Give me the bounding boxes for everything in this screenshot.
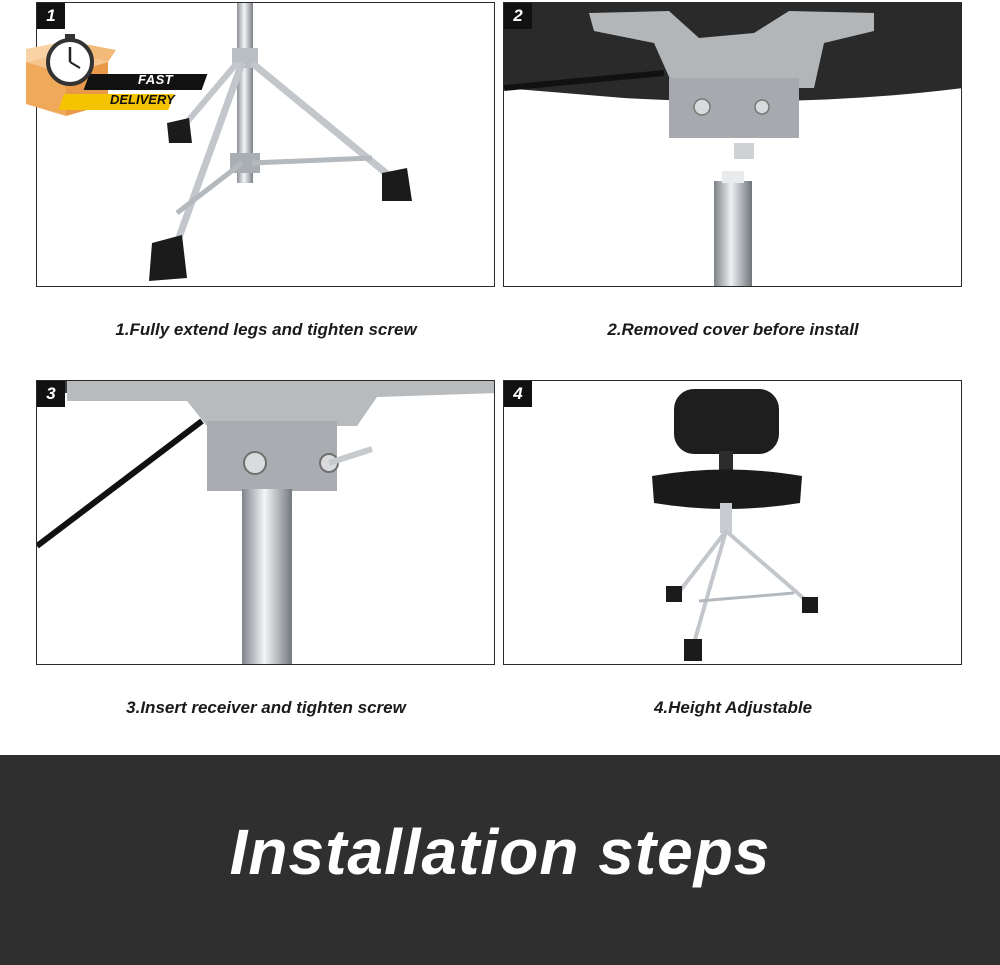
step-2-panel: 2 — [503, 2, 962, 287]
banner-title: Installation steps — [229, 816, 771, 888]
step-1-number: 1 — [37, 3, 65, 29]
step-2-number: 2 — [504, 3, 532, 29]
step-4-panel: 4 — [503, 380, 962, 665]
badge-delivery-label: DELIVERY — [110, 92, 175, 107]
seat-receiver-illustration — [504, 3, 961, 286]
step-4-number: 4 — [504, 381, 532, 407]
step-3-caption: 3.Insert receiver and tighten screw — [126, 698, 406, 717]
title-banner: Installation steps — [0, 755, 1000, 965]
clock-icon — [46, 34, 94, 86]
step-3-number: 3 — [37, 381, 65, 407]
drum-throne-illustration — [652, 389, 818, 661]
step-4-caption: 4.Height Adjustable — [653, 698, 813, 717]
step-1-panel: 1 — [36, 2, 495, 287]
step-3-panel: 3 — [36, 380, 495, 665]
badge-fast-label: FAST — [138, 72, 174, 87]
insert-receiver-illustration — [37, 381, 494, 664]
tripod-base-illustration — [149, 3, 412, 281]
fast-delivery-badge: FAST DELIVERY — [20, 34, 226, 124]
step-2-caption: 2.Removed cover before install — [607, 320, 859, 339]
step-1-caption: 1.Fully extend legs and tighten screw — [115, 320, 417, 339]
